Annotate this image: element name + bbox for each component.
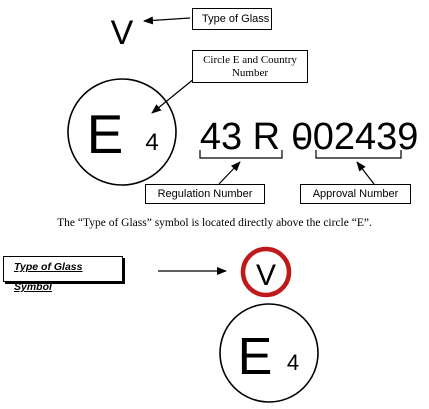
country-number-bottom: 4: [287, 350, 299, 375]
label-type-of-glass-symbol: Type of Glass Symbol: [14, 261, 83, 293]
e-letter-top: E: [87, 103, 124, 165]
regulation-number-text: 43 R: [200, 116, 280, 158]
label-circle-e-country: Circle E and Country Number: [203, 54, 297, 79]
arrow-approval: [356, 161, 375, 185]
label-box-regulation: Regulation Number: [145, 184, 265, 204]
e-letter-bottom: E: [238, 328, 273, 386]
caption-text: The “Type of Glass” symbol is located di…: [57, 217, 372, 229]
label-approval-number: Approval Number: [312, 188, 399, 200]
arrow-regulation: [218, 161, 241, 185]
circle-e-outline-top: [67, 78, 177, 186]
approval-bracket: [315, 150, 402, 159]
highlight-ring: [240, 246, 292, 298]
label-regulation-number: Regulation Number: [157, 188, 253, 200]
glass-type-letter-bottom: V: [256, 259, 276, 292]
country-number-top: 4: [145, 129, 158, 156]
regulation-bracket: [199, 150, 283, 159]
separator-dash: -: [295, 116, 308, 158]
label-box-type-of-glass-symbol: Type of Glass Symbol: [3, 256, 123, 293]
glass-type-letter-top: V: [111, 14, 134, 52]
label-box-approval: Approval Number: [300, 184, 411, 204]
label-type-of-glass: Type of Glass: [202, 13, 270, 25]
arrow-type-of-glass: [143, 16, 191, 25]
label-box-type-of-glass: Type of Glass: [192, 8, 272, 30]
circle-e-outline-bottom: [219, 303, 319, 403]
approval-number-text: 002439: [292, 116, 419, 158]
label-box-circle-e: Circle E and Country Number: [192, 50, 308, 83]
